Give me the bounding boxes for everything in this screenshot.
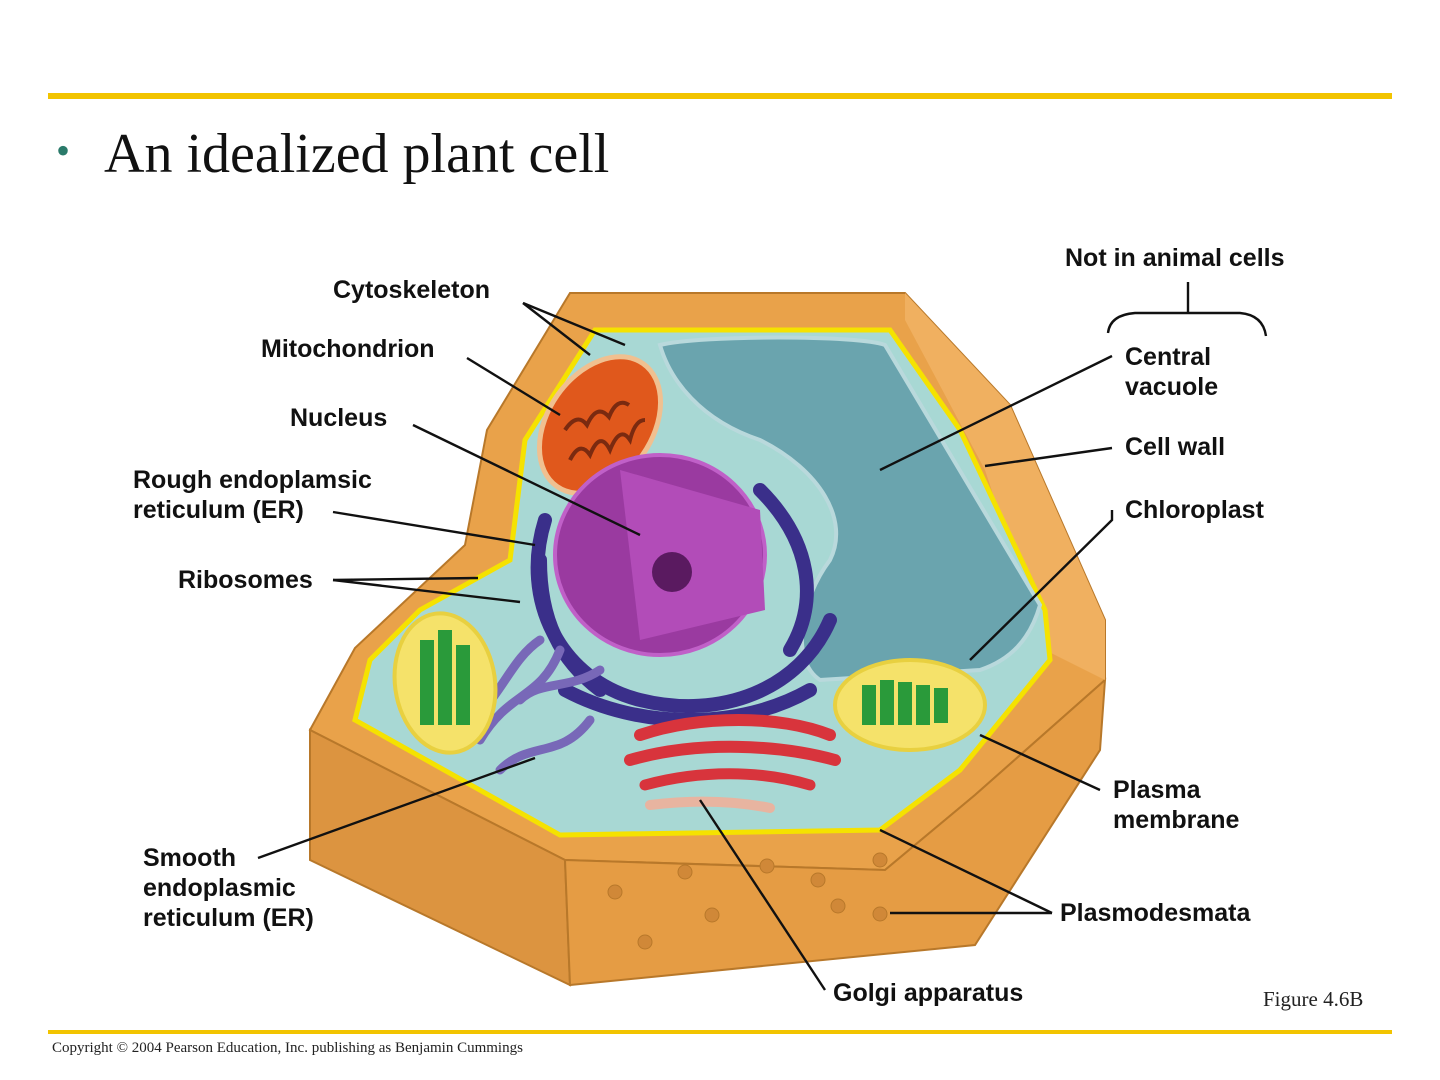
nucleus xyxy=(553,453,767,657)
label-central-vacuole-line2: vacuole xyxy=(1125,373,1218,401)
label-plasma-membrane-line1: Plasma xyxy=(1113,776,1202,804)
chloroplast-right xyxy=(833,658,987,752)
label-central-vacuole-line1: Central xyxy=(1125,343,1211,371)
label-rough-er-line1: Rough endoplamsic xyxy=(133,466,372,494)
label-mitochondrion: Mitochondrion xyxy=(261,335,435,363)
chloroplast-left xyxy=(392,611,498,755)
label-chloroplast: Chloroplast xyxy=(1125,496,1265,524)
label-nucleus: Nucleus xyxy=(290,404,387,432)
label-ribosomes: Ribosomes xyxy=(178,566,313,594)
label-golgi-apparatus: Golgi apparatus xyxy=(833,979,1023,1007)
label-not-in-animal-cells: Not in animal cells xyxy=(1065,244,1285,272)
top-rule xyxy=(48,93,1392,99)
bullet: • xyxy=(56,128,71,173)
leader-lines xyxy=(257,282,1268,991)
slide-title-text: An idealized plant cell xyxy=(104,123,610,185)
copyright-notice: Copyright © 2004 Pearson Education, Inc.… xyxy=(52,1040,523,1056)
plasmodesmata-pits xyxy=(607,852,888,950)
figure-number: Figure 4.6B xyxy=(1263,987,1364,1011)
label-cell-wall: Cell wall xyxy=(1125,433,1225,461)
label-plasmodesmata: Plasmodesmata xyxy=(1060,899,1251,927)
slide-title: • An idealized plant cell xyxy=(56,122,609,186)
label-smooth-er-line2: endoplasmic xyxy=(143,874,296,902)
label-rough-er-line2: reticulum (ER) xyxy=(133,496,304,524)
bottom-rule xyxy=(48,1030,1392,1034)
label-cytoskeleton: Cytoskeleton xyxy=(333,276,490,304)
label-smooth-er-line1: Smooth xyxy=(143,844,236,872)
golgi-apparatus xyxy=(624,714,841,813)
label-plasma-membrane-line2: membrane xyxy=(1113,806,1240,834)
label-smooth-er-line3: reticulum (ER) xyxy=(143,904,314,932)
